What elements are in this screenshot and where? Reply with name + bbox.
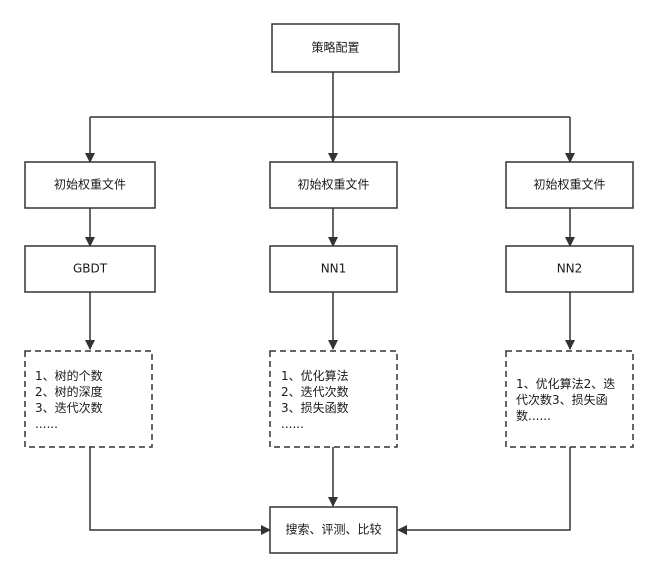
- model-box-3: [505, 245, 634, 293]
- params-2-line-1: 1、优化算法: [281, 368, 349, 383]
- params-3-line-2: 代次数3、损失函: [516, 392, 608, 407]
- weight-node-2: 初始权重文件: [269, 161, 398, 209]
- params-node-1: 1、树的个数 2、树的深度 3、迭代次数 ......: [24, 350, 153, 448]
- result-node: 搜索、评测、比较: [269, 506, 398, 554]
- model-label-1: GBDT: [73, 262, 108, 276]
- root-box: [271, 23, 400, 73]
- result-box: [269, 506, 398, 554]
- model-box-1: [24, 245, 156, 293]
- weight-box-2: [269, 161, 398, 209]
- weight-label-2: 初始权重文件: [297, 177, 369, 192]
- weight-box-3: [505, 161, 634, 209]
- model-node-2: NN1: [269, 245, 398, 293]
- arrow-params1-to-result: [89, 447, 271, 535]
- params-1-line-4: ......: [35, 417, 58, 431]
- weight-label-3: 初始权重文件: [533, 177, 605, 192]
- params-3-line-3: 数......: [516, 408, 551, 423]
- weight-box-1: [24, 161, 156, 209]
- model-box-2: [269, 245, 398, 293]
- params-3-line-1: 1、优化算法2、迭: [516, 376, 615, 391]
- weight-node-1: 初始权重文件: [24, 161, 156, 209]
- model-label-3: NN2: [557, 262, 583, 276]
- weight-label-1: 初始权重文件: [54, 177, 126, 192]
- params-box-2: [269, 350, 398, 448]
- params-2-line-2: 2、迭代次数: [281, 384, 349, 399]
- arrow-params3-to-result: [397, 447, 571, 535]
- params-node-3: 1、优化算法2、迭 代次数3、损失函 数......: [505, 350, 634, 448]
- model-node-3: NN2: [505, 245, 634, 293]
- params-1-line-1: 1、树的个数: [35, 368, 103, 383]
- params-box-3: [505, 350, 634, 448]
- params-box-1: [24, 350, 153, 448]
- params-2-line-3: 3、损失函数: [281, 400, 349, 415]
- root-node: 策略配置: [271, 23, 400, 73]
- root-label: 策略配置: [311, 40, 359, 55]
- params-1-line-3: 3、迭代次数: [35, 400, 103, 415]
- result-label: 搜索、评测、比较: [285, 522, 381, 537]
- weight-node-3: 初始权重文件: [505, 161, 634, 209]
- params-2-line-4: ......: [281, 417, 304, 431]
- model-label-2: NN1: [321, 262, 347, 276]
- params-1-line-2: 2、树的深度: [35, 384, 103, 399]
- params-node-2: 1、优化算法 2、迭代次数 3、损失函数 ......: [269, 350, 398, 448]
- model-node-1: GBDT: [24, 245, 156, 293]
- connectors: [85, 72, 575, 535]
